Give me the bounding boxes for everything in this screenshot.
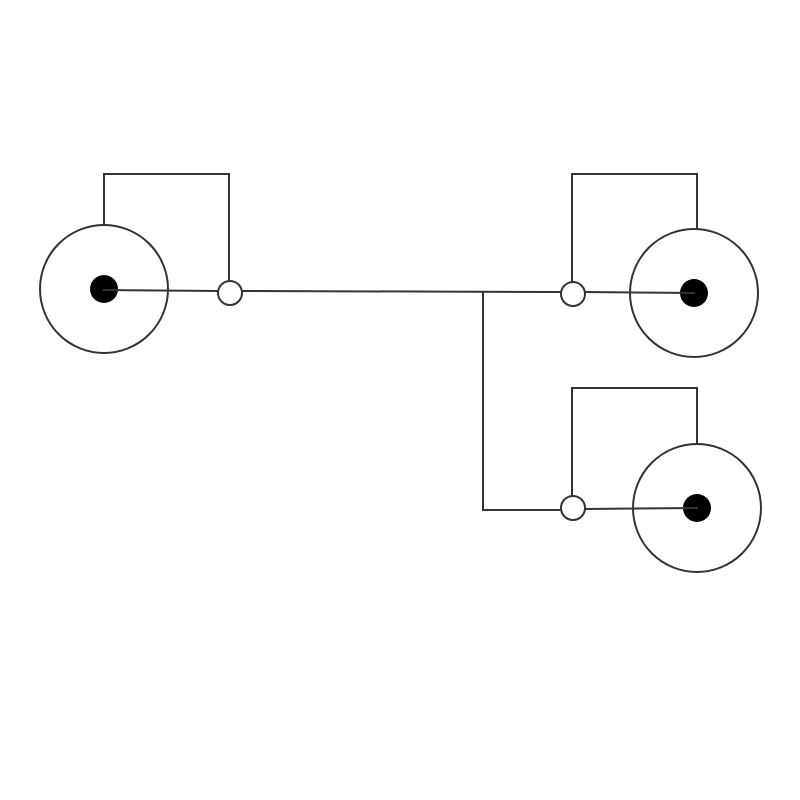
signal-wire-branch <box>482 291 561 511</box>
contact-node-icon-right-top <box>560 281 586 307</box>
signal-wire-right-bottom <box>584 506 699 511</box>
shield-loop-left <box>103 173 230 282</box>
shield-loop-right-bottom <box>571 387 698 496</box>
contact-node-icon-left <box>217 280 243 306</box>
signal-wire-left <box>102 288 220 293</box>
contact-node-icon-right-bottom <box>560 495 586 521</box>
signal-wire-right-top <box>584 290 696 295</box>
signal-wire-main <box>240 289 562 294</box>
shield-loop-right-top <box>571 173 698 282</box>
